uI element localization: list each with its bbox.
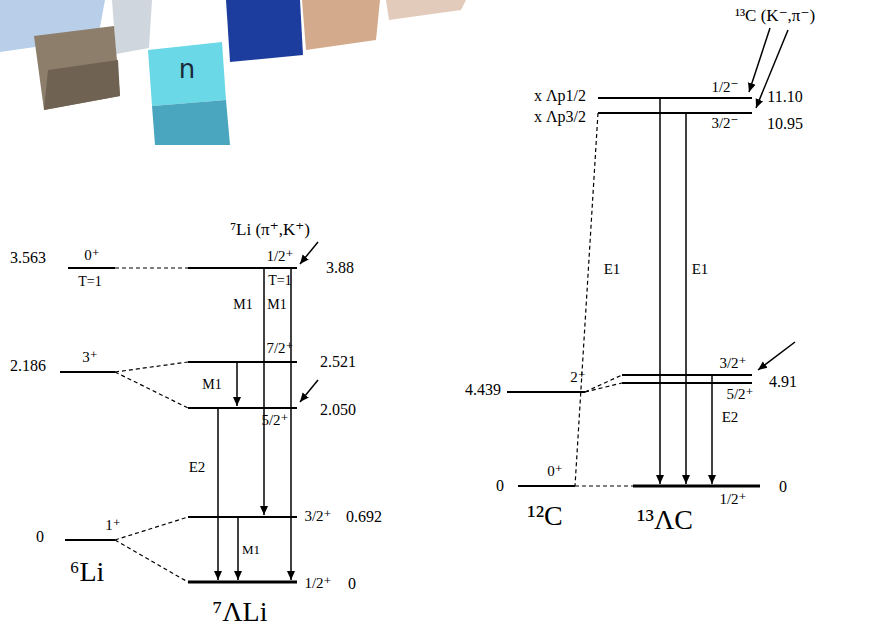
correlation-lines (115, 113, 633, 582)
transition-arrow (685, 113, 687, 484)
photo-tile (44, 60, 120, 110)
level-label: x Λp3/2 (534, 109, 586, 126)
transition-label: M1 (241, 543, 261, 557)
level-label: 0⁺ (84, 248, 99, 264)
level-label: 2⁺ (570, 370, 585, 386)
level-label: 3/2⁻ (711, 116, 738, 132)
level-line (188, 267, 297, 269)
level-label: 10.95 (767, 116, 803, 133)
level-label: 11.10 (767, 89, 802, 106)
reaction-arrow (758, 342, 795, 370)
level-line (188, 581, 297, 584)
transitions (218, 28, 795, 580)
dashed-line (115, 362, 188, 372)
level-line (65, 539, 115, 541)
transition-label: E1 (603, 262, 622, 278)
level-label: 4.91 (769, 374, 797, 391)
level-label: 1/2⁺ (266, 249, 293, 265)
level-label: 3/2⁺ (719, 356, 746, 372)
level-label: 4.439 (465, 382, 501, 399)
tile (386, 0, 466, 20)
level-line (188, 516, 297, 518)
level-label: 0⁺ (547, 464, 562, 480)
tile (112, 0, 152, 54)
levels (60, 98, 760, 582)
transition-label: E1 (691, 262, 710, 278)
nucleus-label: ¹³ΛC (637, 505, 693, 534)
level-label: 2.521 (320, 354, 356, 371)
nucleus-label: ¹²C (527, 501, 562, 530)
reaction-arrow (300, 242, 318, 264)
level-label: 3/2⁺ (304, 509, 331, 525)
level-line (68, 267, 115, 269)
level-label: 1⁺ (105, 518, 120, 534)
level-label: 2.050 (320, 402, 356, 419)
level-line (598, 112, 752, 114)
level-label: 5/2⁺ (261, 413, 288, 429)
transition-label: M1 (201, 378, 222, 393)
level-line (598, 97, 752, 99)
level-line (518, 485, 575, 487)
level-label: 0 (779, 479, 787, 496)
transition-label: M1 (232, 298, 253, 313)
level-line (507, 391, 585, 393)
transition-arrow (659, 98, 661, 484)
level-label: 0 (348, 576, 356, 593)
photo-tiles (0, 0, 466, 145)
level-label: 3.88 (326, 260, 354, 277)
transition-arrow (236, 362, 238, 406)
level-label: 3.563 (10, 250, 46, 267)
photo-tile (34, 26, 120, 110)
transition-arrow (711, 375, 713, 484)
dashed-line (115, 372, 188, 408)
transition-arrow (263, 268, 265, 515)
level-line (60, 371, 115, 373)
dashed-line (115, 540, 188, 582)
level-label: 0.692 (346, 509, 382, 526)
transition-arrow (217, 408, 219, 580)
level-label: 1/2⁺ (719, 492, 746, 508)
level-line (622, 382, 752, 384)
dashed-line (585, 375, 622, 392)
level-label: T=1 (78, 275, 101, 290)
level-label: 1/2⁺ (304, 576, 331, 592)
level-line (188, 407, 297, 409)
dashed-line (585, 383, 622, 392)
tile (226, 0, 303, 62)
dashed-line (115, 517, 188, 540)
transition-arrow (290, 268, 292, 580)
dashed-line (575, 485, 633, 486)
nucleus-label: n (179, 56, 195, 83)
transition-label: E2 (188, 460, 207, 476)
dashed-line (575, 113, 598, 486)
level-label: 5/2⁺ (726, 387, 753, 403)
tile (302, 0, 380, 50)
level-line (622, 374, 752, 376)
nucleus-label: ⁷ΛLi (213, 597, 268, 626)
level-label: 0 (496, 478, 504, 495)
reaction-arrow (300, 380, 318, 402)
level-line (188, 361, 297, 363)
nucleus-label: ⁶Li (70, 557, 105, 586)
level-label: 1/2⁻ (711, 80, 738, 96)
tile (152, 100, 230, 145)
level-label: ⁷Li (π⁺,K⁺) (230, 221, 310, 239)
transition-label: E2 (721, 410, 740, 426)
level-label: T=1 (268, 274, 291, 289)
level-label: x Λp1/2 (534, 88, 586, 105)
transition-label: M1 (266, 298, 287, 313)
transition-arrow (237, 517, 239, 580)
level-label: 0 (36, 529, 44, 546)
dashed-line (115, 267, 188, 268)
level-label: 3⁺ (82, 350, 97, 366)
level-line (633, 485, 760, 488)
level-label: 2.186 (10, 358, 46, 375)
tile (148, 42, 226, 106)
level-label: 7/2⁺ (266, 341, 293, 357)
level-label: ¹³C (K⁻,π⁻) (735, 7, 815, 25)
